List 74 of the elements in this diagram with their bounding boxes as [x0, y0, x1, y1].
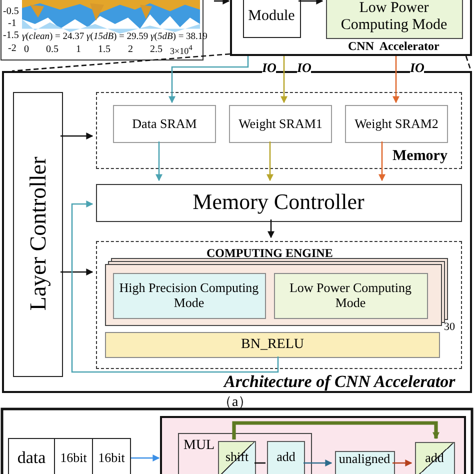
box-label: add	[276, 450, 296, 464]
unaligned-box	[334, 450, 394, 474]
heading: CNN Accelerator	[348, 40, 440, 54]
tick-label: -1.5	[3, 31, 19, 41]
sram-box	[229, 105, 332, 143]
data-cell	[8, 438, 55, 474]
arrow	[280, 56, 288, 104]
bn-relu-bar	[105, 332, 440, 358]
arrow	[268, 220, 274, 238]
heading: Architecture of CNN Accelerator	[224, 373, 456, 392]
tick-label: 2.5	[150, 45, 162, 55]
tick-label: 3×10$^{4}$	[170, 44, 192, 56]
arrow	[392, 56, 400, 104]
arrow	[232, 421, 440, 440]
accelerator-box	[230, 0, 472, 56]
zoom-guide-line	[12, 53, 230, 72]
tick-label: 2	[128, 45, 133, 55]
box-label: unaligned	[338, 452, 390, 466]
memory-group	[96, 92, 462, 168]
mode-box	[112, 272, 266, 318]
arrow	[378, 142, 386, 182]
edge-label: IO	[410, 61, 424, 74]
arrow	[266, 142, 274, 182]
tick-label: -2	[8, 44, 16, 54]
adder-box	[267, 441, 305, 474]
box-label: High Precision Computing Mode	[118, 281, 260, 310]
module-box	[242, 0, 300, 38]
zoom-guide-line	[465, 56, 472, 72]
arrow	[298, 0, 324, 4]
edge-label: IO	[262, 61, 276, 74]
sram-box	[113, 105, 216, 143]
box-label: Weight SRAM2	[354, 116, 438, 132]
box-label: 16bit	[98, 450, 125, 466]
controller-box	[12, 92, 62, 376]
tick-label: -1	[8, 19, 16, 29]
arrow	[60, 132, 94, 140]
arrow	[304, 460, 332, 466]
arrow	[392, 460, 412, 466]
tick-label: 0.5	[46, 45, 58, 55]
tick-label: 0	[24, 45, 29, 55]
box-label: 16bit	[60, 450, 87, 466]
box-label: Low Power Computing Mode	[288, 281, 413, 310]
sram-box	[345, 105, 448, 143]
box-label: Module	[248, 8, 295, 24]
computing-engine-group	[96, 240, 462, 368]
arrow	[156, 142, 162, 182]
tick-label: -0.5	[3, 7, 19, 17]
bit-width-cell	[92, 438, 131, 474]
box-label: Weight SRAM1	[238, 116, 322, 132]
arrow	[168, 56, 249, 104]
heading: MUL	[184, 438, 215, 453]
memory-controller-box	[96, 184, 462, 222]
mul-box	[178, 432, 312, 474]
mode-box	[326, 0, 462, 38]
mode-box	[274, 272, 428, 318]
arrow	[71, 200, 279, 373]
box-label: BN_RELU	[241, 337, 304, 353]
arrow	[60, 268, 94, 276]
tick-label: 1	[76, 45, 81, 55]
box-label: Low Power Computing Mode	[340, 0, 448, 33]
heading: COMPUTING ENGINE	[206, 246, 333, 260]
heading: Memory	[392, 148, 448, 164]
tick-label: 1.5	[98, 45, 110, 55]
box-label: data	[17, 448, 46, 468]
architecture-panel	[2, 71, 472, 393]
panel-caption: （a）	[218, 396, 252, 410]
arrow	[214, 0, 230, 4]
edge-label: IO	[297, 61, 312, 74]
stack-count: 30	[444, 322, 455, 333]
box-label: Memory Controller	[192, 190, 364, 215]
box-label: Layer Controller	[24, 157, 50, 311]
arrow	[131, 454, 160, 462]
box-label: Data SRAM	[132, 116, 197, 132]
multiplier-panel	[160, 416, 466, 474]
